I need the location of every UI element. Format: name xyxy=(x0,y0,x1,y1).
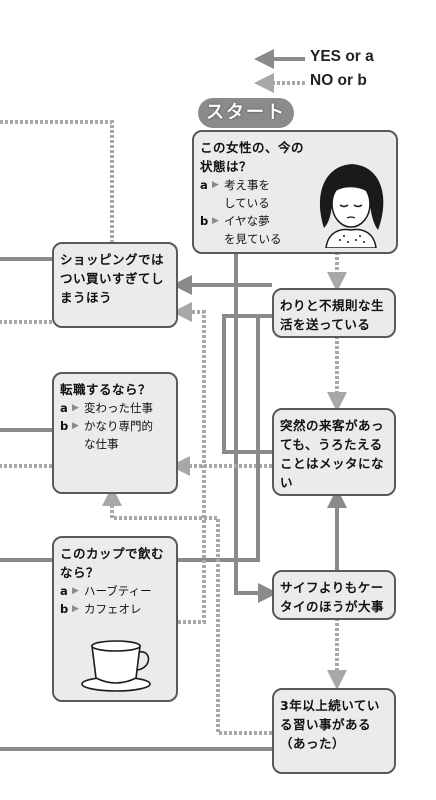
legend-no: NO or b xyxy=(310,72,367,90)
option-text: イヤな夢 を見ている xyxy=(224,214,282,246)
node-start-question: この女性の、今の 状態は？ xyxy=(200,140,305,174)
edge-start-a xyxy=(234,250,278,603)
node-job-question: 転職するなら？ xyxy=(60,382,152,397)
edge-offpage-top-left xyxy=(0,120,114,246)
node-start-option-a: a ▶ 考え事を している xyxy=(200,176,390,212)
option-text: 変わった仕事 xyxy=(84,401,153,415)
node-job-option-b: b ▶ かなり専門的 な仕事 xyxy=(60,417,170,453)
option-triangle-icon: ▶ xyxy=(212,180,219,190)
option-text: カフェオレ xyxy=(84,602,142,616)
coffee-cup-illustration xyxy=(81,640,151,692)
option-key: a xyxy=(60,584,68,598)
node-shopping: ショッピングでは つい買いすぎてし まうほう xyxy=(52,242,178,328)
node-start: この女性の、今の 状態は？ a ▶ 考え事を している b ▶ イヤな夢 を見て… xyxy=(192,130,398,254)
option-key: b xyxy=(200,214,209,228)
option-text: かなり専門的 な仕事 xyxy=(84,419,153,451)
node-irregular: わりと不規則な生 活を送っている xyxy=(272,288,396,338)
edge-lesson-no xyxy=(102,486,272,735)
node-start-option-b: b ▶ イヤな夢 を見ている xyxy=(200,212,390,248)
node-wallet: サイフよりもケー タイのほうが大事 xyxy=(272,570,396,620)
option-triangle-icon: ▶ xyxy=(72,403,79,413)
option-triangle-icon: ▶ xyxy=(72,586,79,596)
legend-yes-label: YES or a xyxy=(310,48,374,65)
node-job: 転職するなら？ a ▶ 変わった仕事 b ▶ かなり専門的 な仕事 xyxy=(52,372,178,494)
node-job-option-a: a ▶ 変わった仕事 xyxy=(60,399,170,417)
option-key: b xyxy=(60,602,69,616)
option-text: 考え事を している xyxy=(224,178,270,210)
node-cup-question: このカップで飲む なら？ xyxy=(60,546,165,580)
woman-illustration xyxy=(319,164,384,248)
option-triangle-icon: ▶ xyxy=(72,421,79,431)
option-text: ハーブティー xyxy=(84,584,152,598)
option-key: a xyxy=(200,178,208,192)
start-badge: スタート xyxy=(198,98,294,128)
node-cup-option-b: b ▶ カフェオレ xyxy=(60,600,170,618)
option-triangle-icon: ▶ xyxy=(72,604,79,614)
legend-no-label: NO or b xyxy=(310,72,367,89)
node-cup: このカップで飲む なら？ a ▶ ハーブティー b ▶ カフェオレ xyxy=(52,536,178,702)
edge-cup-b xyxy=(172,302,206,624)
node-visitor: 突然の来客があっ ても、うろたえる ことはメッタにな い xyxy=(272,408,396,496)
node-lesson: 3年以上続いてい る習い事がある （あった） xyxy=(272,688,396,774)
legend-yes: YES or a xyxy=(310,48,374,66)
option-key: a xyxy=(60,401,68,415)
node-cup-option-a: a ▶ ハーブティー xyxy=(60,582,170,600)
option-triangle-icon: ▶ xyxy=(212,216,219,226)
edge-visitor-yes xyxy=(222,314,272,454)
option-key: b xyxy=(60,419,69,433)
